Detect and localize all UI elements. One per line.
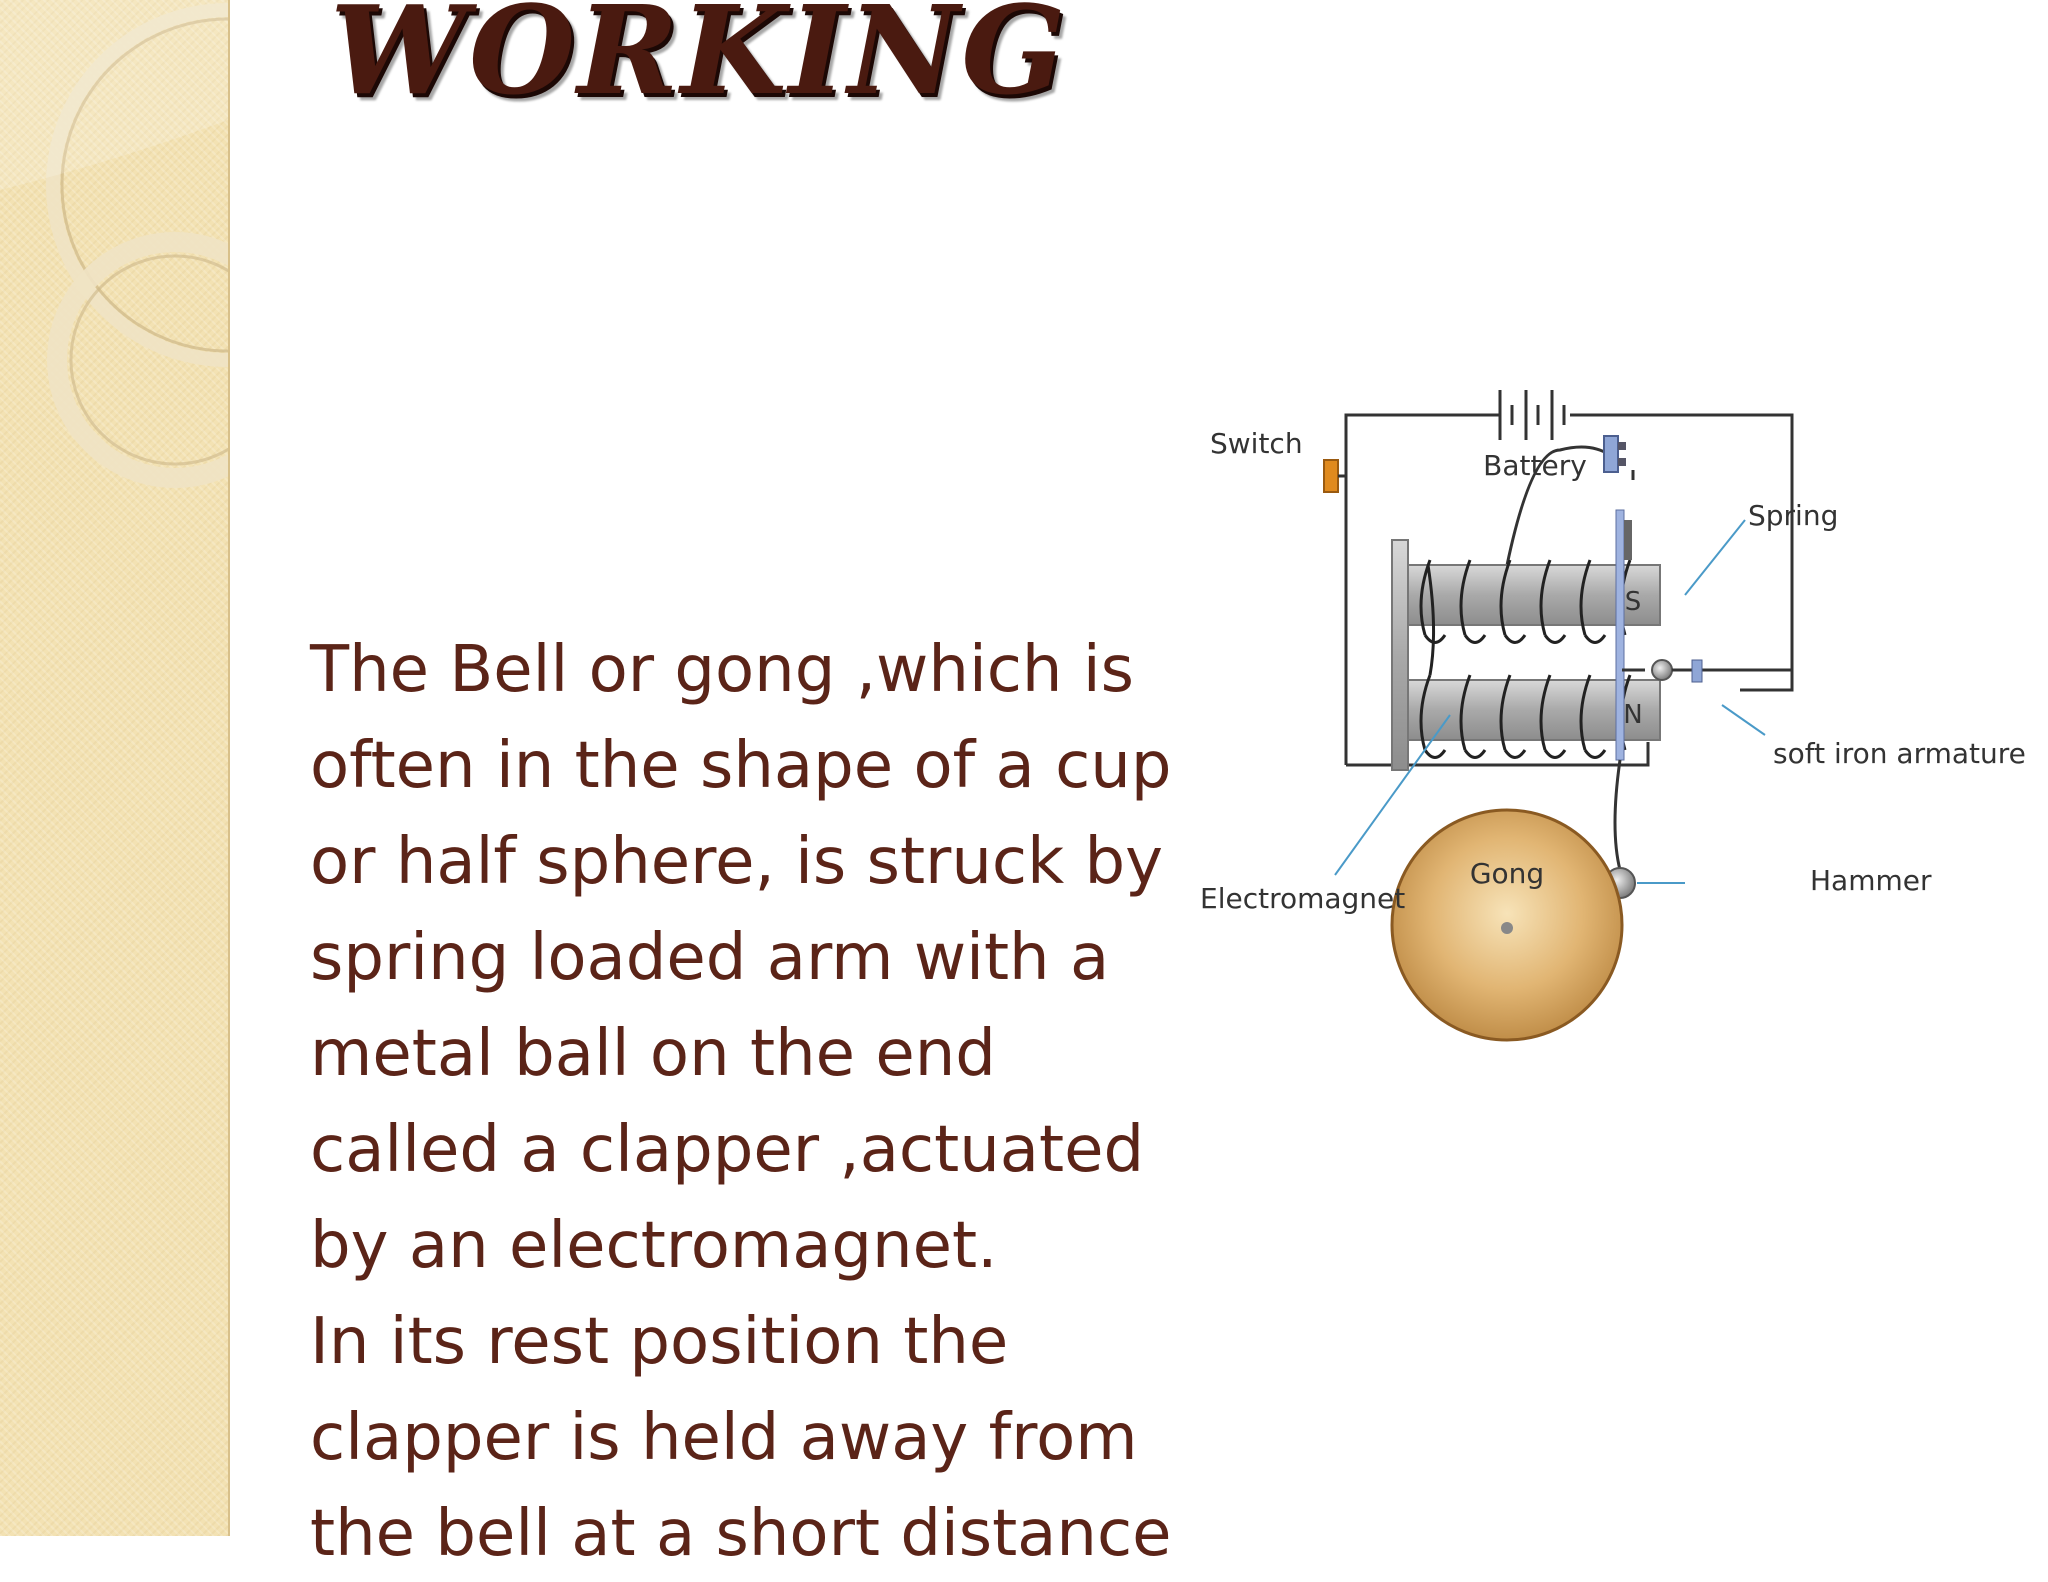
slide-body: The Bell or gong ,which is often in the … bbox=[310, 622, 1190, 1582]
gong-center bbox=[1501, 922, 1513, 934]
decorative-side-strip bbox=[0, 0, 230, 1536]
label-switch: Switch bbox=[1210, 427, 1303, 460]
electric-bell-diagram: S N Switch Battery Spring soft iron arma… bbox=[1200, 390, 2026, 1042]
pole-label-s: S bbox=[1625, 587, 1642, 617]
circuit-wires bbox=[1344, 413, 1794, 767]
switch-icon bbox=[1323, 459, 1339, 493]
spring-icon bbox=[1624, 520, 1632, 560]
label-electromagnet: Electromagnet bbox=[1200, 882, 1405, 915]
decorative-rings bbox=[0, 0, 228, 488]
slide-title: WORKING bbox=[330, 0, 1068, 122]
body-paragraph-2: In its rest position the clapper is held… bbox=[310, 1305, 1172, 1571]
label-hammer: Hammer bbox=[1810, 864, 1932, 897]
body-paragraph-1: The Bell or gong ,which is often in the … bbox=[310, 633, 1172, 1283]
label-leader-lines bbox=[1334, 519, 1766, 884]
pole-label-n: N bbox=[1623, 700, 1642, 730]
battery-symbol bbox=[1498, 390, 1566, 440]
electromagnet-coils bbox=[1419, 559, 1632, 759]
hammer-arm bbox=[1613, 759, 1622, 871]
label-gong: Gong bbox=[1470, 857, 1544, 890]
soft-iron-armature bbox=[1615, 509, 1625, 761]
contact-terminal bbox=[1603, 435, 1619, 473]
label-spring: Spring bbox=[1748, 499, 1838, 532]
label-battery: Battery bbox=[1483, 449, 1587, 482]
label-soft-iron-armature: soft iron armature bbox=[1773, 737, 2026, 770]
contact-screw-icon bbox=[1651, 659, 1673, 681]
electromagnet-frame bbox=[1391, 539, 1409, 771]
